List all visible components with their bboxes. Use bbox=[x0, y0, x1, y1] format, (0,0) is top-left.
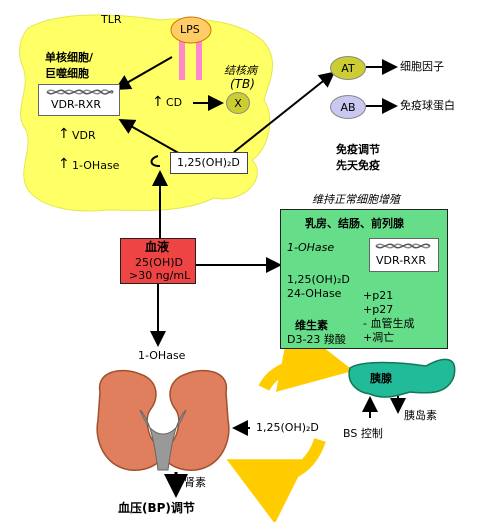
yellow-arrow-upper bbox=[258, 321, 354, 392]
1ohase-upregulated-label: 1-OHase bbox=[72, 159, 120, 172]
up-arrow-vdr: ↑ bbox=[58, 126, 70, 142]
insulin-label: 胰岛素 bbox=[404, 409, 437, 422]
pancreas-shape bbox=[348, 358, 456, 398]
tlr-receptor-left bbox=[179, 40, 185, 80]
up-arrow-1ohase: ↑ bbox=[58, 156, 70, 172]
cytokine-label: 细胞因子 bbox=[400, 60, 444, 73]
effect-p21: +p21 bbox=[363, 289, 394, 302]
lps-oval bbox=[170, 16, 212, 44]
effect-apoptosis: +凋亡 bbox=[363, 331, 395, 344]
blood-25ohd: 25(OH)D bbox=[135, 256, 183, 269]
renin-label: 肾素 bbox=[184, 476, 206, 489]
macrophage-title-1: 单核细胞/ bbox=[45, 51, 94, 64]
bs-control-label: BS 控制 bbox=[343, 427, 383, 440]
dna-icon bbox=[46, 89, 114, 95]
tissue-vdr-rxr-box: VDR-RXR bbox=[369, 238, 439, 272]
pancreas-label: 胰腺 bbox=[370, 372, 392, 385]
x-circle: X bbox=[226, 92, 250, 114]
blood-threshold: >30 ng/mL bbox=[129, 269, 191, 282]
yellow-arrow-lower bbox=[226, 437, 326, 522]
blood-box: 血液 25(OH)D >30 ng/mL bbox=[120, 238, 196, 284]
cd-label: CD bbox=[166, 96, 183, 109]
tb-label-2: (TB) bbox=[230, 77, 255, 91]
tissue-dna-icon bbox=[375, 243, 431, 249]
immune-regulation-label: 免疫调节 bbox=[336, 143, 380, 156]
kidney-right bbox=[163, 369, 230, 471]
immunoglobulin-label: 免疫球蛋白 bbox=[400, 99, 455, 112]
maintain-proliferation-label: 维持正常细胞增殖 bbox=[312, 193, 400, 206]
calcitroic-line-2: D3-23 羧酸 bbox=[287, 333, 346, 346]
bp-regulation-label: 血压(BP)调节 bbox=[118, 501, 195, 515]
at-circle: AT bbox=[330, 56, 366, 80]
up-arrow-cd: ↑ bbox=[152, 94, 164, 110]
lps-label: LPS bbox=[180, 23, 200, 36]
tissue-vdr-rxr-label: VDR-RXR bbox=[376, 254, 426, 267]
vitd-active-label: 1,25(OH)₂D bbox=[177, 156, 240, 169]
vdr-rxr-box: VDR-RXR bbox=[38, 84, 120, 116]
effect-p27: +p27 bbox=[363, 303, 394, 316]
tlr-receptor-right bbox=[196, 40, 202, 80]
vdr-upregulated-label: VDR bbox=[72, 129, 96, 142]
tissue-box: 乳房、结肠、前列腺 1-OHase 1,25(OH)₂D 24-OHase 维生… bbox=[280, 209, 448, 349]
tissue-24ohase-label: 24-OHase bbox=[287, 287, 342, 300]
effect-angiogenesis: - 血管生成 bbox=[363, 317, 415, 330]
tb-label-1: 结核病 bbox=[224, 64, 257, 77]
kidney-left bbox=[96, 369, 163, 471]
ab-circle: AB bbox=[330, 95, 366, 119]
tissue-vitd-label: 1,25(OH)₂D bbox=[287, 273, 350, 286]
tissue-1ohase-label: 1-OHase bbox=[287, 241, 335, 254]
vdr-rxr-label: VDR-RXR bbox=[51, 98, 101, 111]
vitd-active-box: 1,25(OH)₂D bbox=[170, 152, 248, 174]
kidney-vitd-label: 1,25(OH)₂D bbox=[256, 421, 319, 434]
macrophage-title-2: 巨噬细胞 bbox=[45, 67, 89, 80]
kidney-1ohase-label: 1-OHase bbox=[138, 349, 186, 362]
tissue-title: 乳房、结肠、前列腺 bbox=[305, 217, 404, 230]
tlr-label: TLR bbox=[101, 13, 122, 26]
innate-immunity-label: 先天免疫 bbox=[336, 159, 380, 172]
blood-title: 血液 bbox=[145, 240, 170, 254]
calcitroic-line-1: 维生素 bbox=[295, 319, 328, 332]
